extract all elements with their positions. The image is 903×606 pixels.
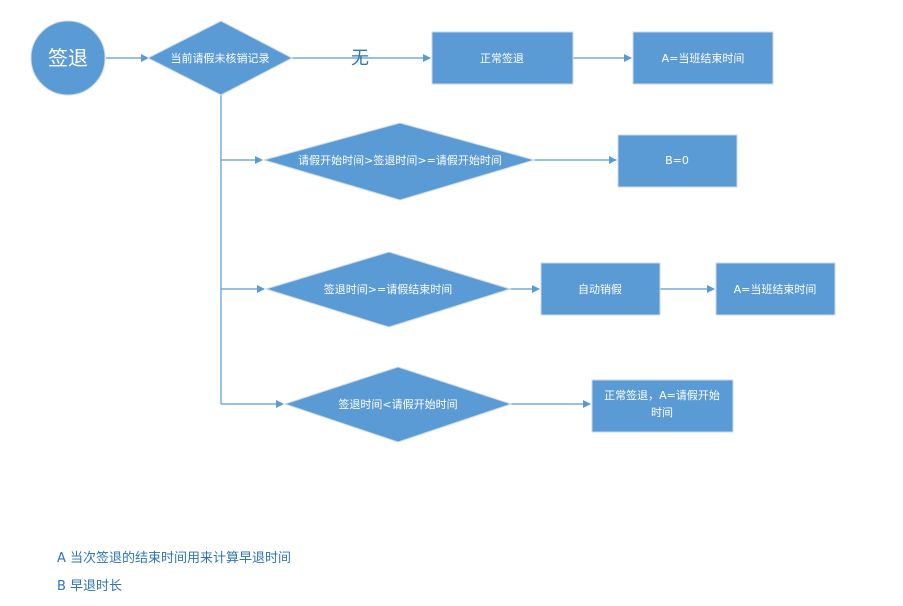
start-node: 签退: [30, 20, 106, 96]
result-a2-label: A=当班结束时间: [734, 282, 817, 296]
cond1-decision: 请假开始时间>签退时间>=请假开始时间: [262, 122, 536, 201]
legend-a: A 当次签退的结束时间用来计算早退时间: [57, 551, 292, 566]
result-a3-line1: 正常签退，A=请假开始: [604, 388, 720, 402]
cond1-label: 请假开始时间>签退时间>=请假开始时间: [298, 153, 502, 167]
connectors: [106, 54, 715, 408]
result-a2-box: A=当班结束时间: [715, 262, 836, 316]
result-a3-box: 正常签退，A=请假开始 时间: [591, 379, 734, 433]
decision-main-label: 当前请假未核销记录: [171, 51, 270, 65]
result-a3-line2: 时间: [651, 406, 673, 419]
start-label: 签退: [48, 46, 88, 70]
cond2-decision: 签退时间>=请假结束时间: [264, 251, 512, 328]
result-a1-box: A=当班结束时间: [632, 31, 774, 85]
cond2-label: 签退时间>=请假结束时间: [324, 282, 452, 296]
result-b0-label: B=0: [665, 154, 689, 167]
result-a1-label: A=当班结束时间: [662, 51, 745, 65]
edge-none-label: 无: [351, 48, 369, 69]
legend-b: B 早退时长: [57, 579, 123, 594]
decision-main: 当前请假未核销记录: [146, 20, 294, 96]
normal-signout-label: 正常签退: [480, 51, 524, 65]
cond3-label: 签退时间<请假开始时间: [338, 397, 457, 411]
result-b0-box: B=0: [617, 134, 738, 188]
normal-signout-box: 正常签退: [431, 31, 574, 85]
auto-cancel-label: 自动销假: [578, 282, 622, 296]
cond3-decision: 签退时间<请假开始时间: [283, 366, 513, 443]
legend-notes: A 当次签退的结束时间用来计算早退时间 B 早退时长: [57, 547, 291, 603]
auto-cancel-box: 自动销假: [540, 262, 661, 316]
